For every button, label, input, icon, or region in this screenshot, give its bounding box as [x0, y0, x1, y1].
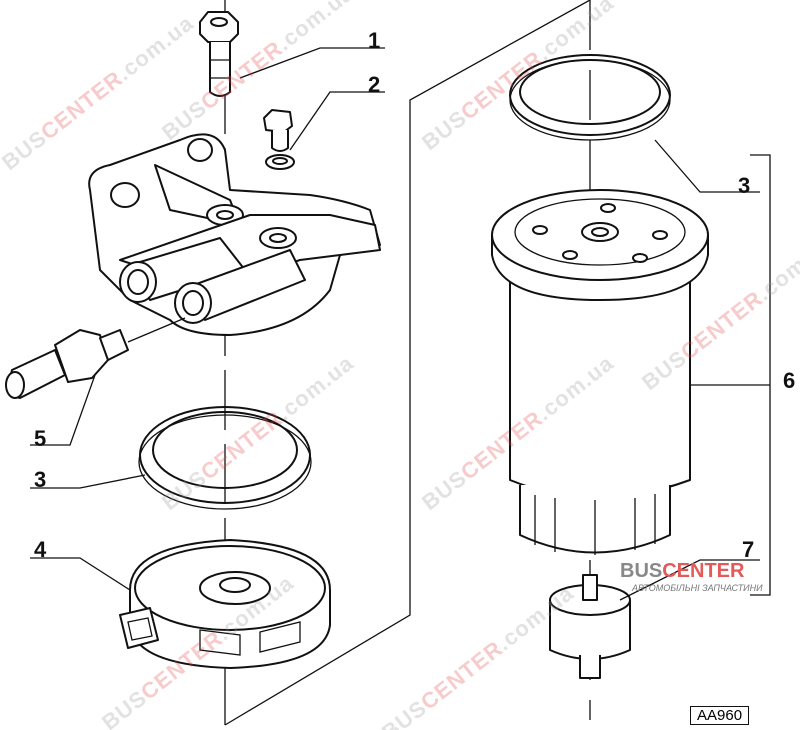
diagram-code-label: AA960: [690, 706, 750, 725]
callout-7: 7: [742, 537, 755, 562]
buscenter-logo: BUSCENTER АВТОМОБІЛЬНІ ЗАПЧАСТИНИ: [620, 560, 763, 593]
callout-4: 4: [34, 537, 47, 562]
banjo-bolt: [199, 11, 239, 97]
callout-3-right: 3: [738, 173, 751, 198]
filter-cartridge: [491, 189, 709, 555]
drain-valve: [549, 574, 631, 679]
callout-5: 5: [34, 426, 47, 451]
o-ring-left: [138, 406, 312, 510]
filter-head: [88, 133, 381, 336]
callout-6: 6: [783, 368, 796, 393]
callout-3-left: 3: [34, 467, 47, 492]
bleed-screw-and-washer: [263, 109, 295, 170]
o-ring-right: [509, 54, 671, 141]
leader-lines: [30, 47, 771, 601]
callout-1: 1: [368, 28, 381, 53]
hose-fitting: [5, 317, 186, 399]
filter-base-sensor: [119, 539, 331, 669]
callout-2: 2: [368, 72, 381, 97]
